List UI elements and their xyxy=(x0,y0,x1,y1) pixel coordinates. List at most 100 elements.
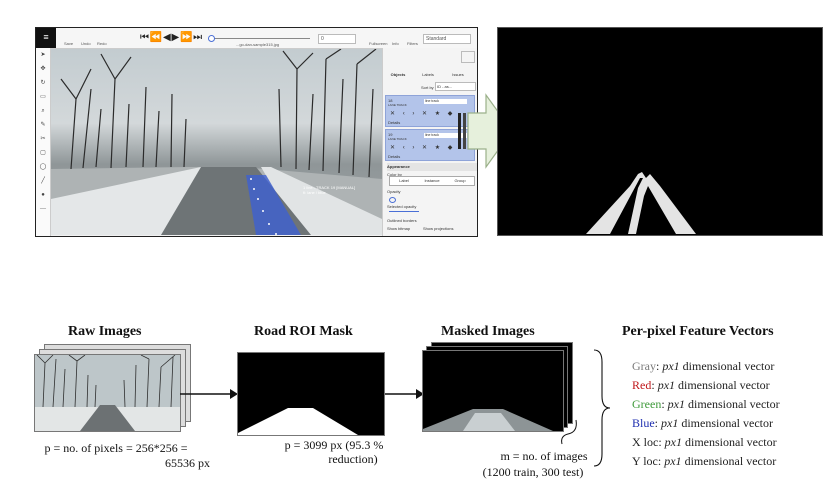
feature-item: Blue: px1 dimensional vector xyxy=(632,416,773,430)
arrow-raw-to-mask xyxy=(180,389,238,399)
polyline-icon[interactable]: ╱ xyxy=(41,178,45,184)
object-actions-icons[interactable]: ✕ ‹ › ✕ ★ ◆ xyxy=(390,145,456,151)
feature-dimension: px1 xyxy=(657,378,676,392)
color-by-selector[interactable]: Label Instance Group xyxy=(389,176,475,186)
tab-labels[interactable]: Labels xyxy=(422,72,434,77)
raw-caption-line1: p = no. of pixels = 256*256 = xyxy=(44,441,188,455)
feature-item: Red: px1 dimensional vector xyxy=(632,378,770,392)
frame-number-input[interactable]: 0 xyxy=(318,34,356,44)
player-controls[interactable]: ⏮ ⏪ ◀ ▶ ⏩ ⏭ xyxy=(140,32,202,43)
lane-mask-shape xyxy=(586,172,696,234)
feature-dimension: px1 xyxy=(662,359,680,373)
move-icon[interactable]: ✥ xyxy=(40,66,46,72)
point-icon[interactable]: ● xyxy=(41,192,45,198)
feature-description: dimensional vector xyxy=(678,378,770,392)
sort-label: Sort by xyxy=(421,85,434,90)
opacity-label: Opacity xyxy=(387,189,401,194)
mask-output-image xyxy=(497,27,823,236)
rotate-icon[interactable]: ↻ xyxy=(40,80,46,86)
features-brace xyxy=(593,349,611,467)
selected-opacity-slider[interactable] xyxy=(389,211,419,212)
ellipse-icon[interactable]: ◯ xyxy=(39,164,47,170)
rectangle-icon[interactable]: ▢ xyxy=(40,150,46,156)
filters-button[interactable]: Filters xyxy=(407,41,418,46)
sidebar-toggle-icon[interactable] xyxy=(461,51,475,63)
sort-select[interactable]: ID - as... xyxy=(435,82,476,91)
object-card-19[interactable]: 19 LANE TRACK line track ✕ ‹ › ✕ ★ ◆ Det… xyxy=(385,129,475,161)
annotation-tool-screenshot: ≡ Save Undo Redo ⏮ ⏪ ◀ ▶ ⏩ ⏭ ...go-dan-s… xyxy=(35,27,478,237)
objects-panel: Objects Labels Issues Sort by ID - as... 1… xyxy=(382,48,477,236)
raw-image xyxy=(34,354,181,432)
tab-issues[interactable]: Issues xyxy=(452,72,464,77)
color-by-group-option[interactable]: Group xyxy=(454,178,466,183)
color-by-instance-option[interactable]: Instance xyxy=(424,178,440,183)
feature-dimension: px1 xyxy=(667,397,685,411)
line-icon[interactable]: — xyxy=(40,206,46,212)
feature-name: Gray xyxy=(632,359,656,373)
feature-dimension: px1 xyxy=(664,454,682,468)
roi-trapezoid xyxy=(238,408,358,435)
feature-name: Green xyxy=(632,397,662,411)
fullscreen-button[interactable]: Fullscreen xyxy=(369,41,388,46)
tab-objects[interactable]: Objects xyxy=(390,72,406,77)
road-photo xyxy=(35,355,180,431)
object-label-select[interactable]: line track xyxy=(424,133,467,138)
details-link[interactable]: Details xyxy=(388,120,401,125)
menu-icon[interactable]: ≡ xyxy=(36,28,56,48)
tool-sidebar: ➤ ✥ ↻ ▭ ⌕ ✎ ✂ ▢ ◯ ╱ ● — xyxy=(36,48,51,236)
show-bitmap-checkbox[interactable]: Show bitmap xyxy=(387,226,411,231)
feature-name: X loc xyxy=(632,435,659,449)
color-by-label: Color by xyxy=(387,172,402,177)
features-title: Per-pixel Feature Vectors xyxy=(622,324,774,339)
roi-mask-image xyxy=(237,352,385,436)
redo-button[interactable]: Redo xyxy=(97,41,107,46)
masked-caption-line2: (1200 train, 300 test) xyxy=(482,465,584,479)
draw-icon[interactable]: ✎ xyxy=(40,122,46,128)
video-frame[interactable]: 1 line - TRACK 19 [MANUAL] fi: lane / bl… xyxy=(51,49,382,235)
feature-name: Red xyxy=(632,378,652,392)
save-button[interactable]: Save xyxy=(64,41,74,46)
feature-description: dimensional vector xyxy=(681,416,773,430)
appearance-header[interactable]: Appearance xyxy=(387,163,477,171)
raw-images-title: Raw Images xyxy=(68,324,142,339)
opacity-slider[interactable] xyxy=(389,197,396,203)
feature-name: Blue xyxy=(632,416,655,430)
feature-item: X loc: px1 dimensional vector xyxy=(632,435,777,449)
road-scene xyxy=(51,49,382,235)
feature-dimension: px1 xyxy=(664,435,682,449)
workspace-select[interactable]: Standard xyxy=(423,34,471,44)
outlined-borders-checkbox[interactable]: Outlined borders xyxy=(387,218,417,223)
show-projections-checkbox[interactable]: Show projections xyxy=(423,226,454,231)
info-button[interactable]: Info xyxy=(392,41,399,46)
feature-name: Y loc xyxy=(632,454,658,468)
object-actions-icons[interactable]: ✕ ‹ › ✕ ★ ◆ xyxy=(390,111,456,117)
arrow-mask-to-masked xyxy=(382,389,424,399)
fit-icon[interactable]: ▭ xyxy=(40,94,46,100)
raw-caption-line2: 65536 px xyxy=(165,456,210,470)
cursor-icon[interactable]: ➤ xyxy=(40,52,46,58)
stack-brace xyxy=(561,419,577,445)
frame-slider[interactable] xyxy=(210,38,310,39)
feature-item: Green: px1 dimensional vector xyxy=(632,397,780,411)
overlay-label: 1 line - TRACK 19 [MANUAL] fi: lane / bl… xyxy=(303,185,356,195)
cut-icon[interactable]: ✂ xyxy=(40,136,46,142)
masked-image xyxy=(422,350,564,432)
frame-slider-thumb[interactable] xyxy=(208,35,215,42)
color-by-label-option[interactable]: Label xyxy=(399,178,409,183)
appearance-section: Appearance Color by xyxy=(383,163,477,179)
feature-description: dimensional vector xyxy=(685,435,777,449)
feature-description: dimensional vector xyxy=(688,397,780,411)
masked-caption-line1: m = no. of images xyxy=(500,449,588,463)
object-label-select[interactable]: line track xyxy=(424,99,467,104)
road-roi-mask-title: Road ROI Mask xyxy=(254,324,353,339)
tool-toolbar: ≡ Save Undo Redo ⏮ ⏪ ◀ ▶ ⏩ ⏭ ...go-dan-s… xyxy=(36,28,477,49)
feature-description: dimensional vector xyxy=(684,454,777,468)
undo-button[interactable]: Undo xyxy=(81,41,91,46)
details-link[interactable]: Details xyxy=(388,154,401,159)
mask-caption-line2: reduction) xyxy=(328,452,378,466)
filename-label: ...go-dan-sample315.jpg xyxy=(236,42,280,47)
panel-tabs: Objects Labels Issues xyxy=(383,70,477,80)
feature-description: dimensional vector xyxy=(682,359,775,373)
zoom-icon[interactable]: ⌕ xyxy=(41,108,45,114)
feature-item: Y loc: px1 dimensional vector xyxy=(632,454,777,468)
